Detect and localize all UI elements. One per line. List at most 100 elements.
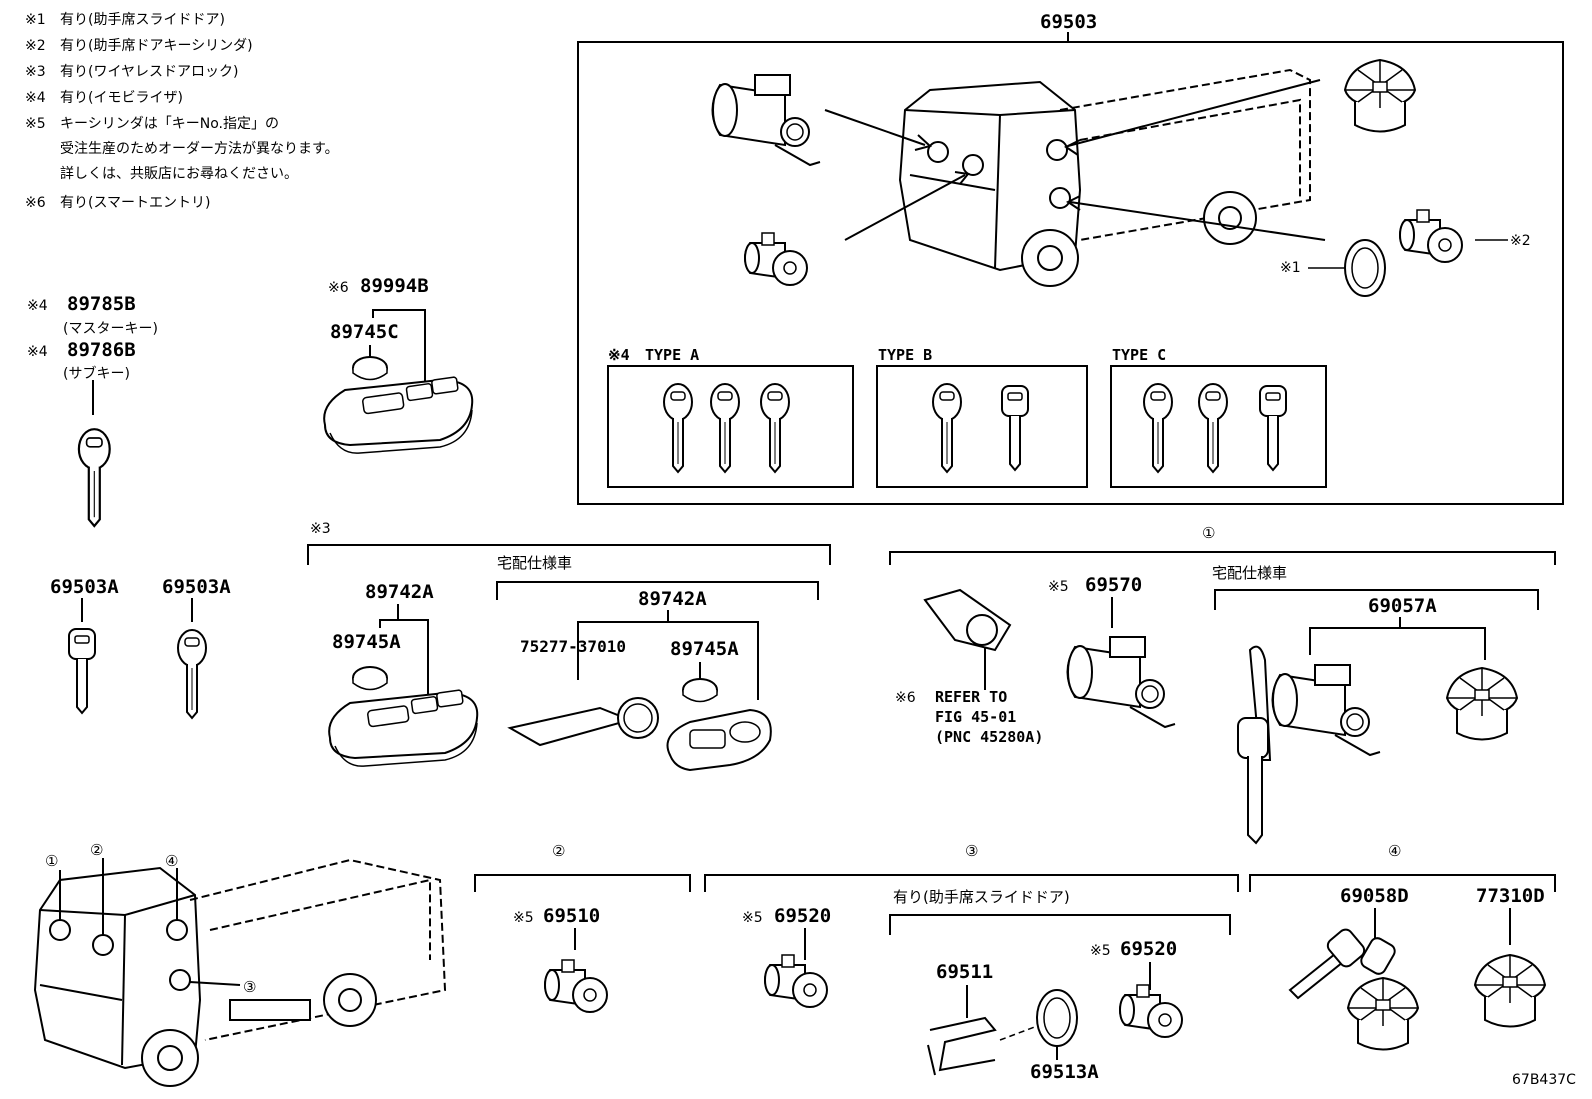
key-icon [760,383,790,473]
note-4-mark: ※4 [25,90,46,106]
note-2-text: 有り(助手席ドアキーシリンダ) [60,38,253,54]
part-89745C[interactable]: 89745C [330,321,399,343]
type-a-label: TYPE A [645,346,699,364]
fuel-cap-icon [1446,667,1518,741]
note-6-text: 有り(スマートエントリ) [60,195,211,211]
note-5-line2: 受注生産のためオーダー方法が異なります。 [60,141,339,157]
part-69511[interactable]: 69511 [936,961,993,983]
mark-5-69510: ※5 [513,910,534,926]
type-b-label: TYPE B [878,346,932,364]
note-3-text: 有り(ワイヤレスドアロック) [60,64,239,80]
mark-4-sub: ※4 [27,344,48,360]
key-icon [710,383,740,473]
key-icon [1198,383,1228,473]
takuhai-label-2: 宅配仕様車 [1212,564,1287,582]
part-69503A-2[interactable]: 69503A [162,576,231,598]
part-75277-37010[interactable]: 75277-37010 [520,637,626,656]
refer-line-3[interactable]: (PNC 45280A) [935,728,1043,746]
door-lock-cylinder-icon [544,959,608,1013]
refer-line-1[interactable]: REFER TO [935,688,1007,706]
key-icon [1143,383,1173,473]
part-69570[interactable]: 69570 [1085,574,1142,596]
type-a-mark: ※4 [608,346,630,364]
illustration-code: 67B437C [1512,1072,1576,1088]
part-69510[interactable]: 69510 [543,905,600,927]
truck-marker-1: ① [45,852,58,870]
battery-icon [352,666,388,691]
battery-icon [682,678,718,703]
truck-marker-4: ④ [165,852,178,870]
part-69503A-1[interactable]: 69503A [50,576,119,598]
key-icon [1001,385,1029,471]
type-c-box [1110,365,1327,488]
mark-1: ※1 [1280,260,1301,276]
key-tag-icon [507,697,659,747]
battery-icon [352,356,388,381]
mark-4-master: ※4 [27,298,48,314]
takuhai-label-1: 宅配仕様車 [497,554,572,572]
truck-illustration-top [824,68,1326,287]
assembly-box-69503 [577,41,1564,505]
notes-list: ※1 有り(助手席スライドドア) ※2 有り(助手席ドアキーシリンダ) ※3 有… [25,12,339,211]
refer-mark: ※6 [895,690,916,706]
mark-5-69520-2: ※5 [1090,943,1111,959]
part-77310D[interactable]: 77310D [1476,885,1545,907]
takuhai-cylinder-icon [1271,664,1381,756]
blank-key-icon [177,629,207,719]
note-3-mark: ※3 [25,64,46,80]
part-69057A[interactable]: 69057A [1368,595,1437,617]
truck-marker-2: ② [90,841,103,859]
ignition-key-cylinder-icon [1066,636,1176,728]
mark-3: ※3 [310,521,331,537]
part-69513A[interactable]: 69513A [1030,1061,1099,1083]
part-69520-1[interactable]: 69520 [774,905,831,927]
sub-key-desc: (サブキー) [63,365,130,382]
refer-line-2[interactable]: FIG 45-01 [935,708,1016,726]
part-89785B[interactable]: 89785B [67,293,136,315]
ring-icon [1344,239,1386,297]
steering-lock-icon [923,588,1012,690]
key-icon [663,383,693,473]
group-4-marker: ④ [1388,842,1401,860]
part-89742A-2[interactable]: 89742A [638,588,707,610]
mark-5-69520-1: ※5 [742,910,763,926]
mark-2: ※2 [1510,233,1531,249]
note-1-text: 有り(助手席スライドドア) [60,12,225,28]
truck-marker-3: ③ [243,978,256,996]
part-89994B[interactable]: 89994B [360,275,429,297]
master-key-desc: (マスターキー) [63,321,158,337]
ignition-cylinder-icon [744,232,808,286]
slide-door-label: 有り(助手席スライドドア) [893,888,1070,906]
ring-icon [1036,989,1078,1047]
type-a-box [607,365,854,488]
fuel-cap-icon [1474,954,1546,1028]
part-89745A-1[interactable]: 89745A [332,631,401,653]
part-89786B[interactable]: 89786B [67,339,136,361]
type-b-box [876,365,1088,488]
note-1-mark: ※1 [25,12,46,28]
takuhai-keys-icon [1237,645,1272,845]
part-69058D[interactable]: 69058D [1340,885,1409,907]
group-3-marker: ③ [965,842,978,860]
part-69520-2[interactable]: 69520 [1120,938,1177,960]
note-2-mark: ※2 [25,38,46,54]
takuhai-key-fob-icon [666,708,772,772]
note-5-text: キーシリンダは「キーNo.指定」の [60,116,279,132]
truck-illustration-bottom [33,858,447,1087]
note-6-mark: ※6 [25,195,46,211]
key-icon [1259,385,1287,471]
part-89742A-1[interactable]: 89742A [365,581,434,603]
door-cylinder-icon [764,954,828,1008]
fuel-cap-icon [1344,59,1416,133]
type-c-label: TYPE C [1112,346,1166,364]
blank-key-icon [68,628,96,714]
master-key-icon [77,428,111,528]
smart-key-fob-icon [323,375,474,455]
part-89745A-2[interactable]: 89745A [670,638,739,660]
slide-door-lever-icon [927,1016,997,1076]
mark-5-69570: ※5 [1048,579,1069,595]
part-69503[interactable]: 69503 [1040,11,1097,33]
wireless-key-fob-icon [328,688,479,768]
slide-door-cylinder-icon [1119,984,1183,1038]
